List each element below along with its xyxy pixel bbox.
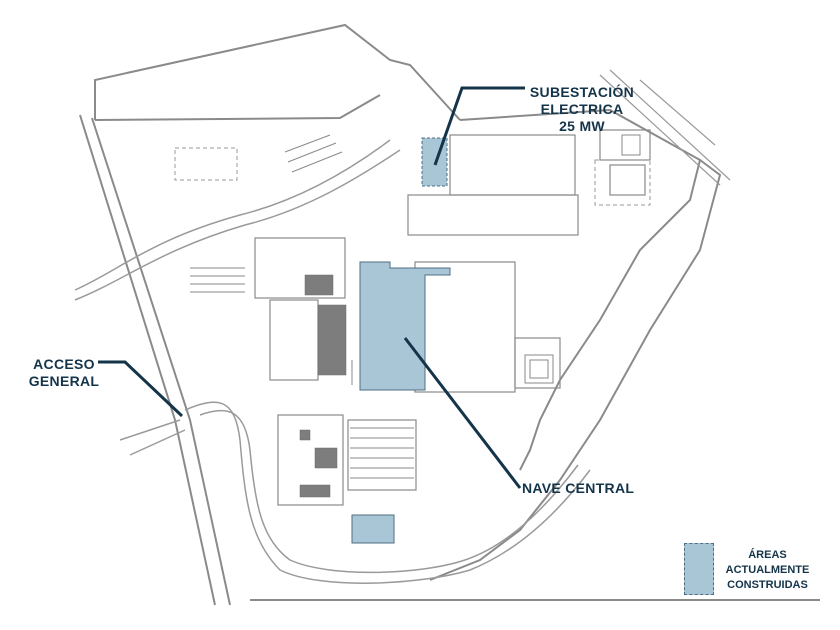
substation-label-line1: SUBESTACIÓN (529, 84, 635, 100)
parking-built-area (351, 514, 395, 544)
substation-label-line2: ELECTRICA (540, 101, 624, 117)
substation-detail (524, 134, 641, 384)
rail-line (599, 69, 731, 186)
dark-blocks (299, 274, 347, 498)
built-areas (351, 137, 451, 544)
leader-lines (98, 86, 525, 489)
parking-rows (190, 134, 414, 479)
legend-line3: CONSTRUIDAS (727, 579, 808, 591)
central-nave-built-area (359, 261, 451, 391)
substation-label: SUBESTACIÓN ELECTRICA 25 MW (522, 84, 642, 135)
central-nave-label-text: NAVE CENTRAL (522, 480, 635, 496)
legend-swatch (684, 543, 714, 595)
buildings (254, 129, 651, 506)
substation-label-line3: 25 MW (559, 118, 605, 134)
perimeter-road (74, 139, 591, 584)
legend-line1: ÁREAS (748, 549, 787, 561)
access-label-line1: ACCESO (33, 356, 95, 372)
legend-line2: ACTUALMENTE (725, 564, 810, 576)
dashed-parking (174, 147, 651, 206)
access-label-line2: GENERAL (28, 373, 100, 389)
central-nave-label: NAVE CENTRAL (522, 480, 662, 497)
site-boundary (79, 23, 820, 606)
legend-label: ÁREAS ACTUALMENTE CONSTRUIDAS (715, 548, 820, 593)
access-label: ACCESO GENERAL (24, 356, 104, 390)
